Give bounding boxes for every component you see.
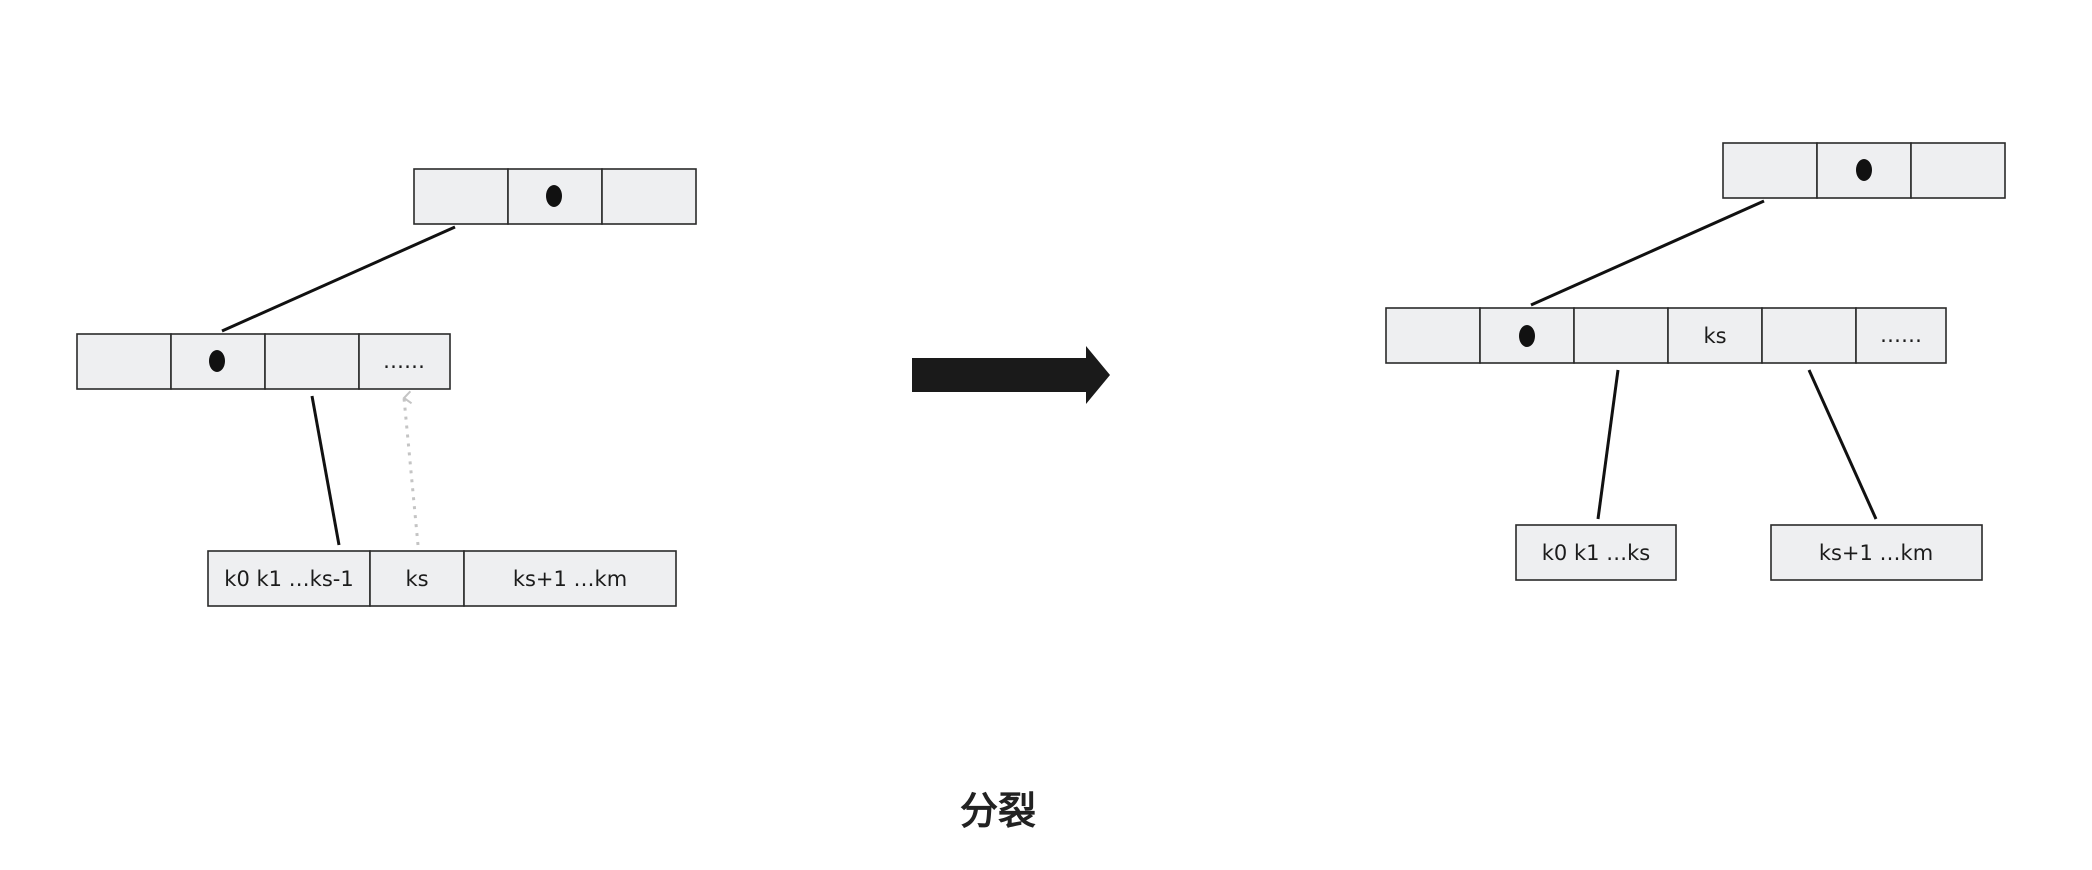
- after-left-child-label: k0 k1 …ks: [1542, 541, 1651, 565]
- before-root-cell-0: [413, 168, 509, 225]
- before-child-cell-1: [369, 550, 465, 607]
- after-middle-cell-1: [1479, 307, 1575, 364]
- after-right-child-node: ks+1 …km: [1770, 524, 1983, 581]
- before-middle-cell-0: [76, 333, 172, 390]
- after-middle-cell-4: [1761, 307, 1857, 364]
- after-middle-cell-5: [1855, 307, 1947, 364]
- before-middle-node: ……: [76, 333, 451, 390]
- before-middle-ellipsis: ……: [383, 349, 425, 373]
- before-child-node: k0 k1 …ks-1 ks ks+1 …km: [207, 550, 677, 607]
- before-child-label-1: ks: [405, 567, 428, 591]
- before-child-label-2: ks+1 …km: [513, 567, 627, 591]
- after-root-cell-2: [1910, 142, 2006, 199]
- before-edge-root-to-middle: [221, 225, 456, 333]
- after-left-child-cell: [1515, 524, 1677, 581]
- before-edge-middle-to-child: [310, 395, 341, 546]
- before-root-node: [413, 168, 697, 225]
- dotted-promote-arrow-icon: [402, 390, 420, 546]
- diagram-caption: 分裂: [960, 789, 1036, 833]
- after-right-child-cell: [1770, 524, 1983, 581]
- after-root-node: [1722, 142, 2006, 199]
- pointer-dot-icon: [1856, 159, 1872, 181]
- after-middle-cell-0: [1385, 307, 1481, 364]
- after-left-child-node: k0 k1 …ks: [1515, 524, 1677, 581]
- after-middle-cell-3: [1667, 307, 1763, 364]
- right-arrow-icon: [912, 346, 1110, 404]
- before-child-label-0: k0 k1 …ks-1: [224, 567, 353, 591]
- after-edge-middle-to-left-child: [1596, 369, 1620, 520]
- after-middle-cell-2: [1573, 307, 1669, 364]
- before-child-cell-2: [463, 550, 677, 607]
- after-edge-root-to-middle: [1530, 199, 1765, 307]
- after-middle-node: ks ……: [1385, 307, 1947, 364]
- pointer-dot-icon: [1519, 325, 1535, 347]
- before-root-cell-2: [601, 168, 697, 225]
- pointer-dot-icon: [209, 350, 225, 372]
- after-root-cell-0: [1722, 142, 1818, 199]
- before-middle-cell-2: [264, 333, 360, 390]
- after-middle-ellipsis: ……: [1880, 323, 1922, 347]
- after-right-child-label: ks+1 …km: [1819, 541, 1933, 565]
- after-edge-middle-to-right-child: [1807, 369, 1878, 520]
- pointer-dot-icon: [546, 185, 562, 207]
- after-middle-label-ks: ks: [1703, 324, 1726, 348]
- before-middle-cell-3: [358, 333, 451, 390]
